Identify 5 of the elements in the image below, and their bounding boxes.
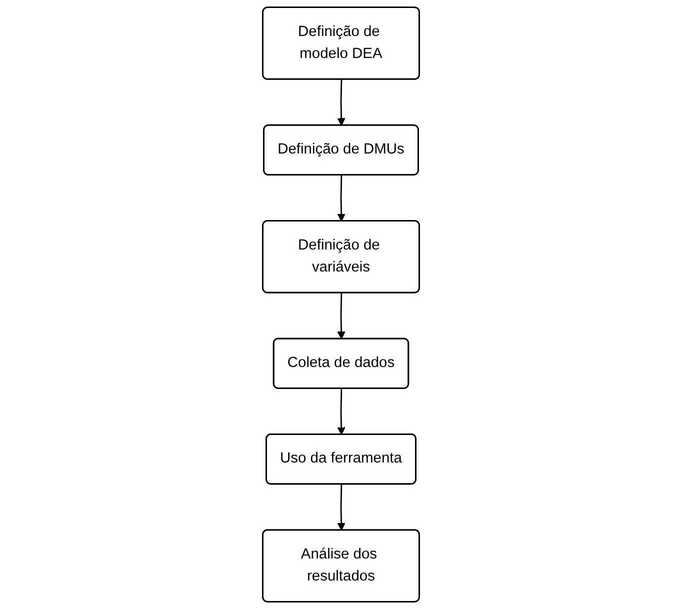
arrow: [336, 80, 345, 126]
arrow: [336, 388, 345, 436]
arrow: [336, 175, 345, 222]
arrow: [336, 292, 345, 340]
arrow: [336, 484, 345, 531]
